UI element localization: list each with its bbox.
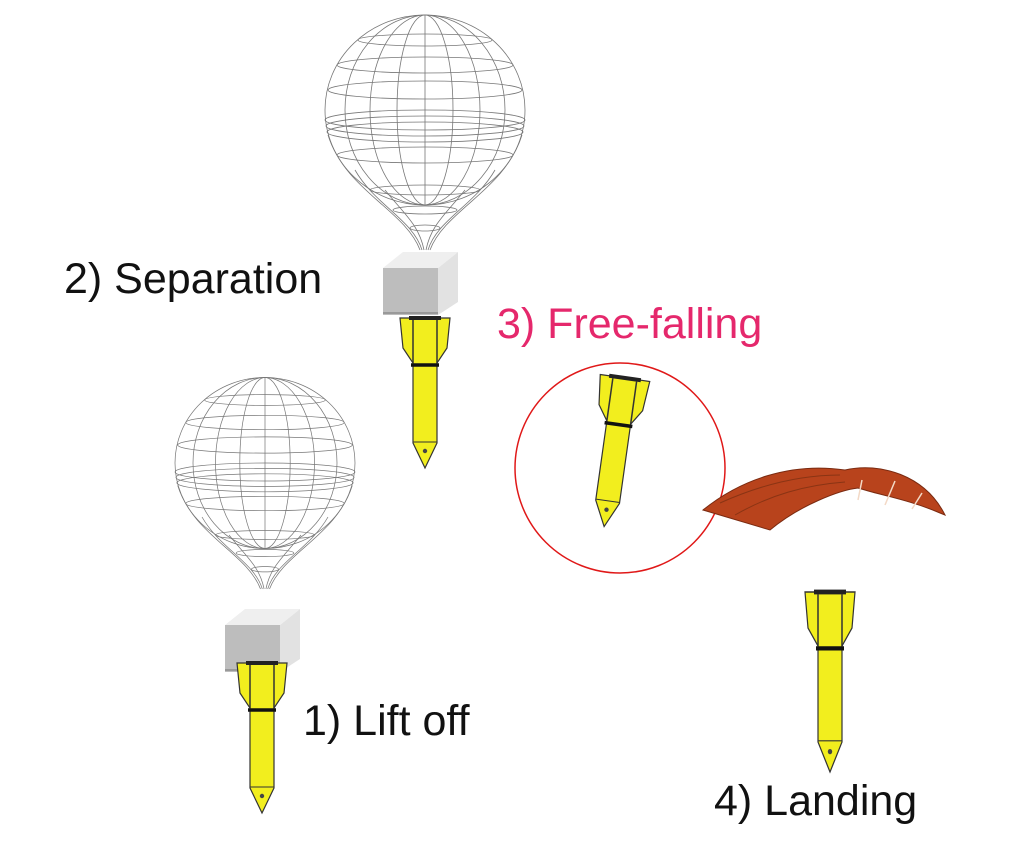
label-lift-off: 1) Lift off [303, 697, 470, 745]
probe-separation [398, 314, 452, 470]
balloon-lift-off [174, 377, 356, 590]
payload-box-separation [382, 251, 459, 316]
label-free-falling: 3) Free-falling [497, 300, 763, 348]
parachute [701, 467, 947, 531]
label-landing: 4) Landing [714, 777, 918, 825]
balloon-separation [324, 14, 526, 251]
probe-landing [805, 590, 855, 772]
probe-lift-off [235, 659, 289, 815]
probe-free-falling [577, 370, 652, 532]
free-falling-highlight-circle [514, 362, 726, 574]
label-separation: 2) Separation [64, 255, 323, 303]
